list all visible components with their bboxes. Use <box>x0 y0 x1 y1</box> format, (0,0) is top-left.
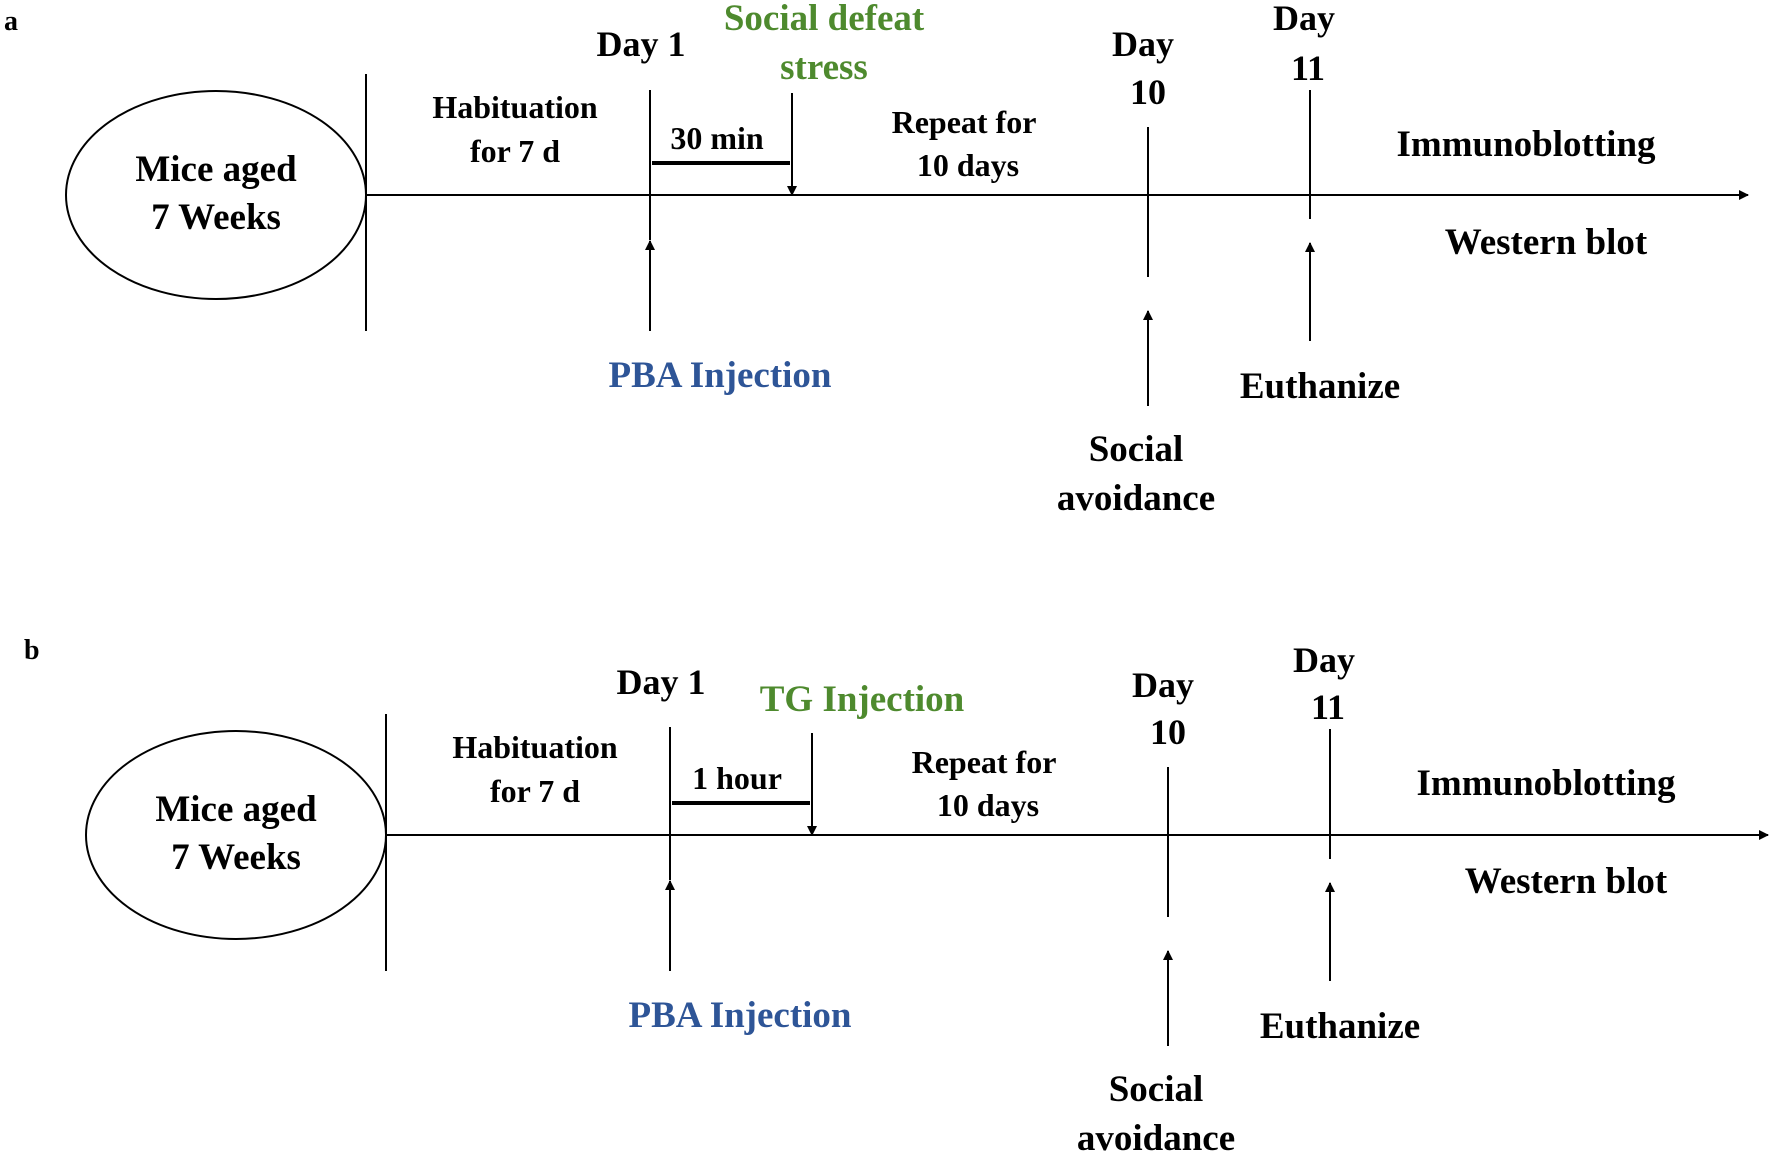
day1-label: Day 1 <box>597 24 686 64</box>
day1-label: Day 1 <box>617 662 706 702</box>
euthanize-label: Euthanize <box>1240 366 1400 407</box>
day11-label-line2: 11 <box>1311 687 1345 727</box>
day10-label-line2: 10 <box>1130 72 1166 112</box>
panel-letter: b <box>24 635 40 666</box>
repeat-label-line2: 10 days <box>937 787 1039 823</box>
social-avoidance-label-line1: Social <box>1089 429 1184 470</box>
panel-a: a Mice aged 7 Weeks Habituation for 7 d … <box>4 0 1749 519</box>
mice-label-line1: Mice aged <box>135 149 297 190</box>
mice-label-line1: Mice aged <box>155 789 317 830</box>
immunoblotting-label: Immunoblotting <box>1416 763 1676 804</box>
repeat-label-line2: 10 days <box>917 147 1019 183</box>
habituation-label-line1: Habituation <box>452 729 618 765</box>
habituation-label-line2: for 7 d <box>470 133 560 169</box>
day11-label-line1: Day <box>1273 0 1335 38</box>
habituation-label-line2: for 7 d <box>490 773 580 809</box>
panel-letter: a <box>4 6 18 37</box>
pba-injection-label: PBA Injection <box>608 355 831 396</box>
pba-injection-label: PBA Injection <box>628 995 851 1036</box>
mice-ellipse <box>65 90 367 300</box>
day11-label-line1: Day <box>1293 640 1355 680</box>
mice-label-line2: 7 Weeks <box>171 837 301 878</box>
social-avoidance-label-line2: avoidance <box>1077 1118 1235 1154</box>
western-blot-label: Western blot <box>1465 861 1668 902</box>
social-avoidance-label-line2: avoidance <box>1057 478 1215 519</box>
panel-b: b Mice aged 7 Weeks Habituation for 7 d … <box>24 635 1769 1154</box>
day11-label-line2: 11 <box>1291 48 1325 88</box>
day10-label-line2: 10 <box>1150 712 1186 752</box>
treatment-label-line1: TG Injection <box>760 679 965 720</box>
day10-label-line1: Day <box>1112 24 1174 64</box>
western-blot-label: Western blot <box>1445 222 1648 263</box>
mice-ellipse <box>85 730 387 940</box>
repeat-label-line1: Repeat for <box>912 744 1057 780</box>
treatment-label-line2: stress <box>780 47 868 88</box>
day10-label-line1: Day <box>1132 665 1194 705</box>
treatment-label-line1: Social defeat <box>724 0 925 39</box>
euthanize-label: Euthanize <box>1260 1006 1420 1047</box>
habituation-label-line1: Habituation <box>432 89 598 125</box>
mice-label-line2: 7 Weeks <box>151 197 281 238</box>
interval-label: 30 min <box>670 120 764 156</box>
social-avoidance-label-line1: Social <box>1109 1069 1204 1110</box>
interval-label: 1 hour <box>692 760 782 796</box>
immunoblotting-label: Immunoblotting <box>1396 124 1656 165</box>
repeat-label-line1: Repeat for <box>892 104 1037 140</box>
